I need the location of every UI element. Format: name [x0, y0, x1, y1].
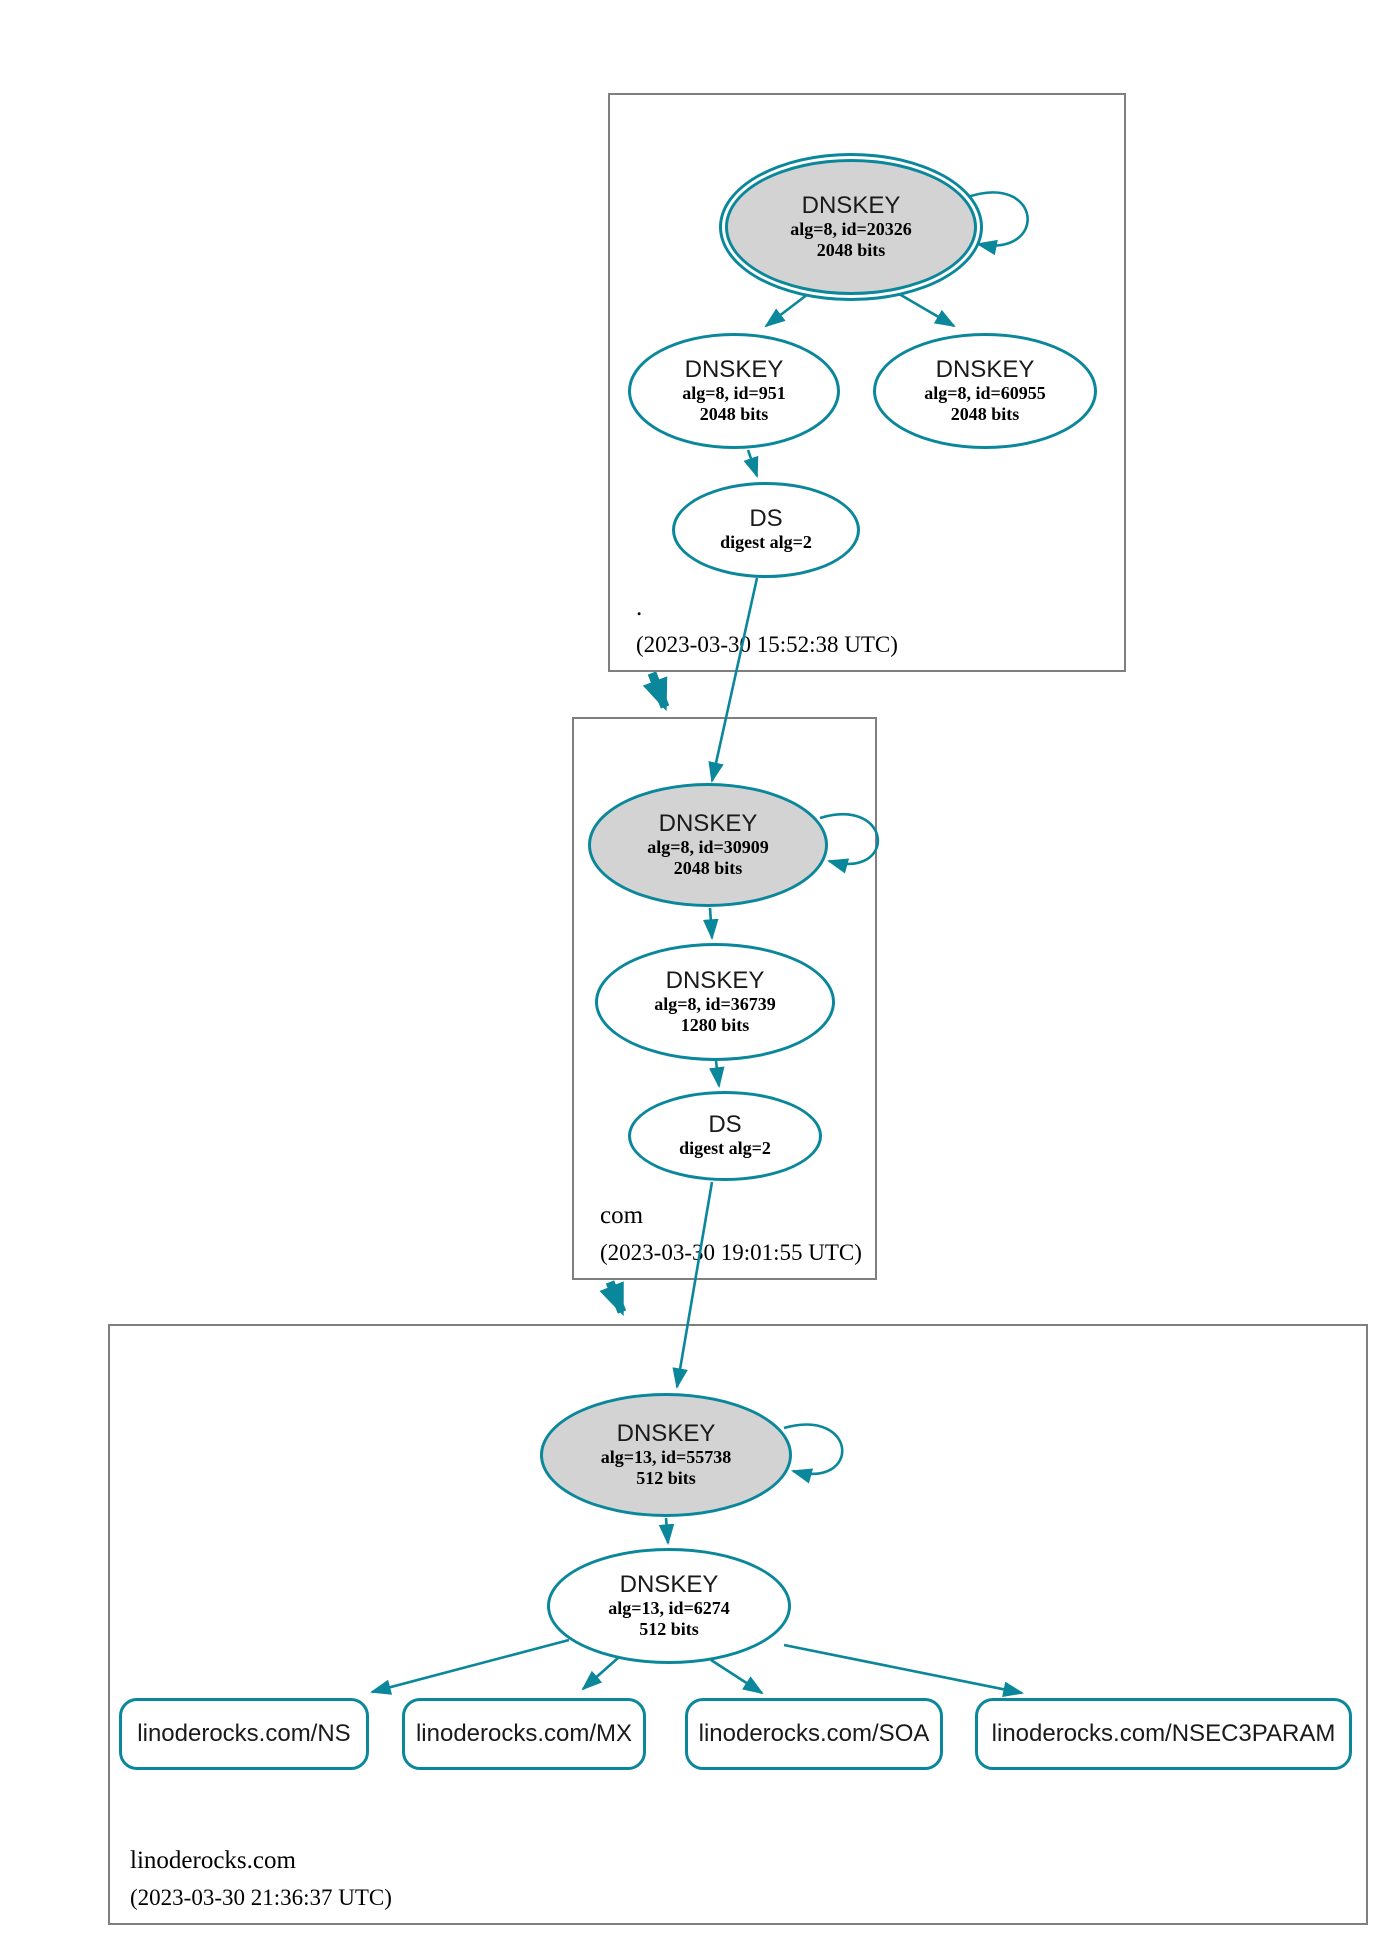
- node-detail: alg=8, id=951: [682, 382, 786, 403]
- rrset-label: linoderocks.com/SOA: [698, 1720, 930, 1747]
- node-title: DNSKEY: [684, 355, 784, 383]
- node-size: 2048 bits: [699, 403, 769, 424]
- rrset-label: linoderocks.com/NS: [137, 1720, 351, 1747]
- zone-label-root: .: [636, 594, 643, 621]
- node-detail: alg=8, id=36739: [654, 993, 776, 1014]
- edge-delegation-root-to-com-arrow: [642, 671, 670, 712]
- node-dnskey-root-60955[interactable]: DNSKEY alg=8, id=60955 2048 bits: [873, 333, 1097, 449]
- node-size: 2048 bits: [950, 403, 1020, 424]
- zone-box-com: com (2023-03-30 19:01:55 UTC): [572, 717, 877, 1280]
- node-ds-com[interactable]: DS digest alg=2: [628, 1091, 822, 1181]
- node-title: DNSKEY: [801, 191, 901, 219]
- rrset-linoderocks-ns[interactable]: linoderocks.com/NS: [119, 1698, 369, 1770]
- rrset-linoderocks-soa[interactable]: linoderocks.com/SOA: [685, 1698, 943, 1770]
- node-size: 2048 bits: [673, 857, 743, 878]
- node-detail: digest alg=2: [679, 1138, 771, 1159]
- zone-label-linoderocks: linoderocks.com: [130, 1847, 296, 1874]
- edge-delegation-com-to-lino-arrow: [599, 1280, 627, 1317]
- node-dnskey-root-zsk-951[interactable]: DNSKEY alg=8, id=951 2048 bits: [628, 333, 840, 449]
- rrset-linoderocks-mx[interactable]: linoderocks.com/MX: [402, 1698, 646, 1770]
- node-ds-root[interactable]: DS digest alg=2: [672, 482, 860, 578]
- node-title: DNSKEY: [619, 1570, 719, 1598]
- node-size: 512 bits: [639, 1618, 699, 1639]
- node-detail: alg=13, id=6274: [608, 1597, 730, 1618]
- node-size: 512 bits: [636, 1467, 696, 1488]
- node-detail: alg=8, id=30909: [647, 836, 769, 857]
- node-dnskey-lino-zsk-6274[interactable]: DNSKEY alg=13, id=6274 512 bits: [547, 1548, 791, 1664]
- node-dnskey-lino-ksk-55738[interactable]: DNSKEY alg=13, id=55738 512 bits: [540, 1393, 792, 1517]
- node-title: DNSKEY: [935, 355, 1035, 383]
- zone-label-com: com: [600, 1202, 644, 1229]
- rrset-label: linoderocks.com/NSEC3PARAM: [991, 1720, 1336, 1747]
- rrset-label: linoderocks.com/MX: [415, 1720, 633, 1747]
- node-size: 1280 bits: [680, 1014, 750, 1035]
- node-title: DS: [708, 1111, 742, 1139]
- node-detail: digest alg=2: [720, 532, 812, 553]
- node-size: 2048 bits: [816, 239, 886, 260]
- node-title: DNSKEY: [658, 809, 758, 837]
- rrset-linoderocks-nsec3param[interactable]: linoderocks.com/NSEC3PARAM: [975, 1698, 1352, 1770]
- node-detail: alg=8, id=20326: [790, 218, 912, 239]
- node-dnskey-com-ksk-30909[interactable]: DNSKEY alg=8, id=30909 2048 bits: [588, 783, 828, 907]
- zone-box-root: . (2023-03-30 15:52:38 UTC): [608, 93, 1126, 672]
- node-detail: alg=13, id=55738: [600, 1446, 732, 1467]
- zone-timestamp-linoderocks: (2023-03-30 21:36:37 UTC): [130, 1885, 392, 1910]
- node-title: DNSKEY: [665, 966, 765, 994]
- node-dnskey-root-ksk-20326[interactable]: DNSKEY alg=8, id=20326 2048 bits: [725, 159, 977, 295]
- node-title: DNSKEY: [616, 1419, 716, 1447]
- zone-box-linoderocks: linoderocks.com (2023-03-30 21:36:37 UTC…: [108, 1324, 1368, 1925]
- node-title: DS: [749, 505, 783, 533]
- zone-timestamp-root: (2023-03-30 15:52:38 UTC): [636, 632, 898, 657]
- node-detail: alg=8, id=60955: [924, 382, 1046, 403]
- zone-timestamp-com: (2023-03-30 19:01:55 UTC): [600, 1240, 862, 1265]
- node-dnskey-com-zsk-36739[interactable]: DNSKEY alg=8, id=36739 1280 bits: [595, 943, 835, 1061]
